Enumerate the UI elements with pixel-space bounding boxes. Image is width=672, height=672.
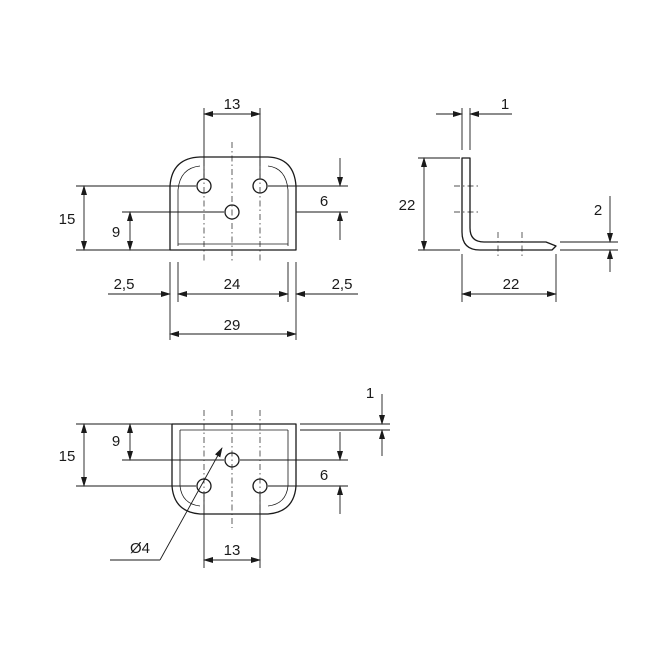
front-bend-line-right bbox=[267, 165, 289, 246]
dim-front-overall-width: 29 bbox=[224, 317, 241, 334]
front-view: 13 15 9 6 2,5 24 2,5 29 bbox=[59, 96, 358, 340]
dim-bottom-width: 13 bbox=[224, 542, 241, 559]
dim-side-vertical-leg: 22 bbox=[399, 197, 416, 214]
dim-front-height-total: 15 bbox=[59, 211, 76, 228]
dim-front-inner-width: 24 bbox=[224, 276, 241, 293]
dim-front-margin-right: 2,5 bbox=[332, 276, 353, 293]
bottom-bend-right bbox=[267, 430, 289, 507]
side-profile bbox=[461, 157, 557, 251]
bottom-bend-left bbox=[179, 430, 201, 507]
dim-bottom-height-bottom-holes: 6 bbox=[320, 467, 328, 484]
dim-front-height-center-hole: 9 bbox=[112, 224, 120, 241]
dim-front-height-top-holes: 6 bbox=[320, 193, 328, 210]
dim-bottom-thickness: 1 bbox=[366, 385, 374, 402]
dim-bottom-hole-diameter: Ø4 bbox=[130, 540, 150, 557]
front-bend-line bbox=[177, 165, 201, 246]
dim-bottom-height-total: 15 bbox=[59, 448, 76, 465]
dim-side-thickness: 1 bbox=[501, 96, 509, 113]
dim-side-horizontal-height: 2 bbox=[594, 202, 602, 219]
dim-bottom-height-center-hole: 9 bbox=[112, 433, 120, 450]
front-bracket-outline bbox=[169, 156, 297, 251]
side-view: 1 22 22 2 bbox=[399, 96, 618, 302]
bottom-bracket-outline bbox=[171, 423, 297, 515]
dim-side-horizontal-leg: 22 bbox=[503, 276, 520, 293]
bottom-view: 1 15 9 6 Ø4 13 bbox=[59, 385, 390, 568]
dim-front-top-width: 13 bbox=[224, 96, 241, 113]
dim-front-margin-left: 2,5 bbox=[114, 276, 135, 293]
